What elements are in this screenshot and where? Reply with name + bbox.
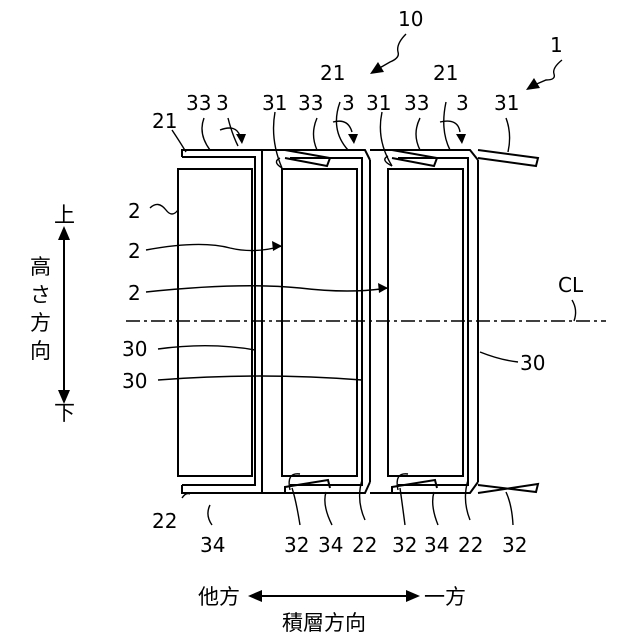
- cl-leader: [572, 300, 576, 321]
- battery-cell-2: [282, 169, 357, 476]
- height-axis: 上 下 高 さ 方 向: [30, 203, 75, 425]
- label-2c: 2: [128, 281, 141, 305]
- separator-1-top-inner: [182, 157, 255, 165]
- label-top-3a: 3: [216, 91, 229, 115]
- arrow-1: [532, 60, 562, 86]
- stack-axis-arrow-right: [406, 590, 420, 602]
- height-axis-top: 上: [54, 203, 75, 227]
- height-axis-bottom: 下: [54, 401, 75, 425]
- label-bottom-34a: 34: [200, 533, 225, 557]
- separator-1-bottom-inner: [182, 478, 255, 485]
- separator-3-flange-32: [392, 480, 437, 493]
- label-2a: 2: [128, 199, 141, 223]
- height-axis-label-2: さ: [30, 283, 51, 307]
- height-axis-label-1: 高: [30, 255, 51, 279]
- label-2b: 2: [128, 239, 141, 263]
- label-bottom-34c: 34: [424, 533, 449, 557]
- label-cl: CL: [558, 273, 584, 297]
- arrowhead-2b: [272, 241, 282, 251]
- label-22-left: 22: [152, 509, 177, 533]
- separator-right-flange-31: [478, 150, 538, 166]
- label-top-33b: 33: [298, 91, 323, 115]
- stack-axis-arrow-left: [248, 590, 262, 602]
- label-30b: 30: [122, 369, 147, 393]
- label-top-31c: 31: [494, 91, 519, 115]
- separator-2-bottom-plate: [262, 482, 370, 493]
- label-top-3b: 3: [342, 91, 355, 115]
- stack-axis: 他方 一方 積層方向: [198, 585, 466, 635]
- height-axis-label-3: 方: [30, 311, 51, 335]
- battery-cells: [178, 169, 463, 476]
- label-bottom-32a: 32: [284, 533, 309, 557]
- label-bottom-22b: 22: [458, 533, 483, 557]
- label-top-31b: 31: [366, 91, 391, 115]
- label-21-left: 21: [152, 109, 177, 133]
- separator-3-bottom-plate: [370, 482, 478, 493]
- label-21-right: 21: [433, 61, 458, 85]
- label-bottom-34b: 34: [318, 533, 343, 557]
- label-30-right: 30: [520, 351, 545, 375]
- label-bottom-32c: 32: [502, 533, 527, 557]
- height-axis-label-4: 向: [30, 339, 51, 363]
- separator-1-top-plate: [182, 150, 262, 160]
- arrowhead-3a: [236, 134, 246, 144]
- battery-cell-1: [178, 169, 252, 476]
- label-bottom-22a: 22: [352, 533, 377, 557]
- stack-axis-label: 積層方向: [282, 611, 366, 635]
- label-top-3c: 3: [456, 91, 469, 115]
- label-30a: 30: [122, 337, 147, 361]
- label-top-33a: 33: [186, 91, 211, 115]
- label-top-31a: 31: [262, 91, 287, 115]
- separator-right-flange-32: [478, 484, 538, 493]
- stack-axis-left: 他方: [198, 585, 240, 609]
- label-top-33c: 33: [404, 91, 429, 115]
- arrowhead-10: [370, 62, 384, 74]
- battery-cell-3: [388, 169, 463, 476]
- arrowhead-2c: [378, 283, 388, 293]
- arrowhead-3b: [348, 134, 358, 144]
- arrow-10: [376, 34, 406, 70]
- label-10: 10: [398, 7, 423, 31]
- label-1: 1: [550, 33, 563, 57]
- label-21-mid: 21: [320, 61, 345, 85]
- stack-axis-right: 一方: [424, 585, 466, 609]
- arrowhead-3c: [456, 134, 466, 144]
- label-bottom-32b: 32: [392, 533, 417, 557]
- height-axis-arrow-up: [58, 226, 70, 240]
- separator-1-bottom-plate: [182, 482, 262, 493]
- separator-2-flange-32: [285, 480, 330, 493]
